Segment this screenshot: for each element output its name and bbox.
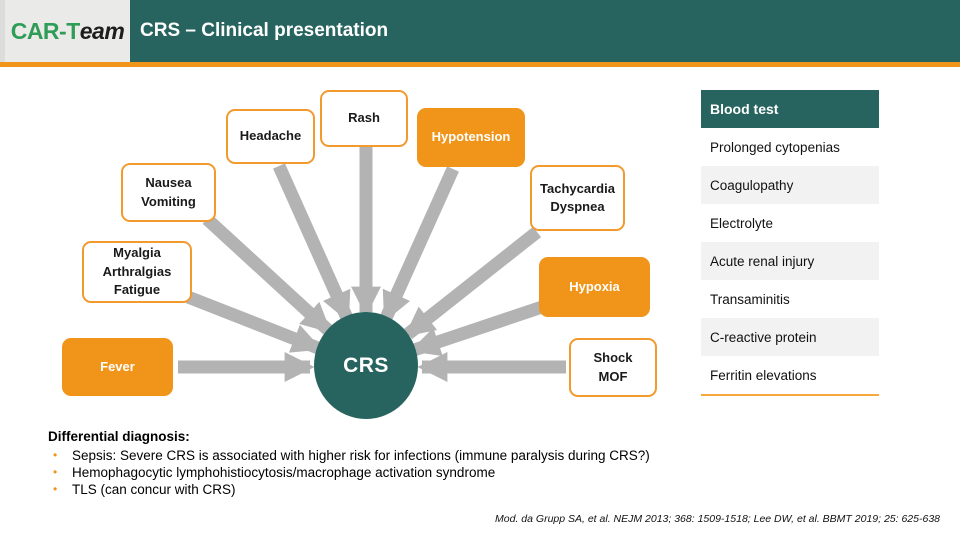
bullet-icon: • xyxy=(53,482,58,496)
symptom-label: Rash xyxy=(348,110,380,126)
symptom-label: Nausea xyxy=(145,175,192,191)
symptom-label: Fatigue xyxy=(113,282,161,298)
symptom-label: Dyspnea xyxy=(550,199,605,214)
arrow-hypotension xyxy=(380,166,459,323)
symptom-label: Hypotension xyxy=(431,129,511,145)
citation-text: Mod. da Grupp SA, et al. NEJM 2013; 368:… xyxy=(495,513,940,525)
header-accent-line xyxy=(0,62,960,67)
differential-diagnosis-section: Differential diagnosis: • Sepsis: Severe… xyxy=(48,429,708,498)
list-item: • TLS (can concur with CRS) xyxy=(48,481,708,498)
symptom-label: Vomiting xyxy=(141,193,196,209)
differential-item-text: Sepsis: Severe CRS is associated with hi… xyxy=(72,448,650,463)
symptom-label: MOF xyxy=(598,368,628,384)
symptom-box-nausea: Nausea Vomiting xyxy=(121,163,216,222)
header-bar: CAR-Team CRS – Clinical presentation xyxy=(0,0,960,62)
page-title: CRS – Clinical presentation xyxy=(140,20,389,41)
logo-dark-part: eam xyxy=(79,17,125,44)
symptom-label: Tachycardia xyxy=(540,180,615,196)
symptom-label: Myalgia xyxy=(113,245,161,261)
table-row: Coagulopathy xyxy=(701,166,879,204)
car-team-logo: CAR-Team xyxy=(0,0,130,62)
symptom-box-rash: Rash xyxy=(320,90,408,147)
symptom-label: Fever xyxy=(100,358,135,374)
differential-item-text: Hemophagocytic lymphohistiocytosis/macro… xyxy=(72,465,496,480)
list-item: • Hemophagocytic lymphohistiocytosis/mac… xyxy=(48,464,708,481)
arrow-headache xyxy=(273,163,353,323)
symptom-box-hypotension: Hypotension xyxy=(417,108,525,167)
bullet-icon: • xyxy=(53,448,58,462)
symptom-label: Shock xyxy=(593,350,633,366)
crs-center-node: CRS xyxy=(314,312,418,419)
symptom-box-myalgia: Myalgia Arthralgias Fatigue xyxy=(82,241,192,303)
symptom-label: Hypoxia xyxy=(569,278,620,294)
symptom-box-hypoxia: Hypoxia xyxy=(539,257,650,317)
table-row: Ferritin elevations xyxy=(701,356,879,394)
table-row: Transaminitis xyxy=(701,280,879,318)
logo-text: CAR-Team xyxy=(11,18,125,45)
differential-title: Differential diagnosis: xyxy=(48,429,190,444)
symptom-box-shock: Shock MOF xyxy=(569,338,657,397)
blood-test-table: Blood test Prolonged cytopenias Coagulop… xyxy=(701,90,879,396)
symptom-label: Headache xyxy=(239,128,302,144)
table-row: Prolonged cytopenias xyxy=(701,128,879,166)
blood-test-header: Blood test xyxy=(701,90,879,128)
bullet-icon: • xyxy=(53,465,58,479)
logo-green-part: CAR-T xyxy=(10,17,81,44)
list-item: • Sepsis: Severe CRS is associated with … xyxy=(48,447,708,464)
symptom-box-fever: Fever xyxy=(62,338,173,396)
symptom-label: Arthralgias xyxy=(102,263,172,279)
symptom-box-headache: Headache xyxy=(226,109,315,164)
symptom-box-tachycardia: Tachycardia Dyspnea xyxy=(530,165,625,231)
arrow-hypoxia xyxy=(409,300,545,357)
arrow-nausea xyxy=(202,214,333,335)
table-row: C-reactive protein xyxy=(701,318,879,356)
differential-item-text: TLS (can concur with CRS) xyxy=(72,482,236,497)
table-row: Electrolyte xyxy=(701,204,879,242)
table-row: Acute renal injury xyxy=(701,242,879,280)
crs-label: CRS xyxy=(343,353,389,377)
arrow-tachycardia xyxy=(403,226,542,340)
arrow-myalgia xyxy=(185,290,323,355)
